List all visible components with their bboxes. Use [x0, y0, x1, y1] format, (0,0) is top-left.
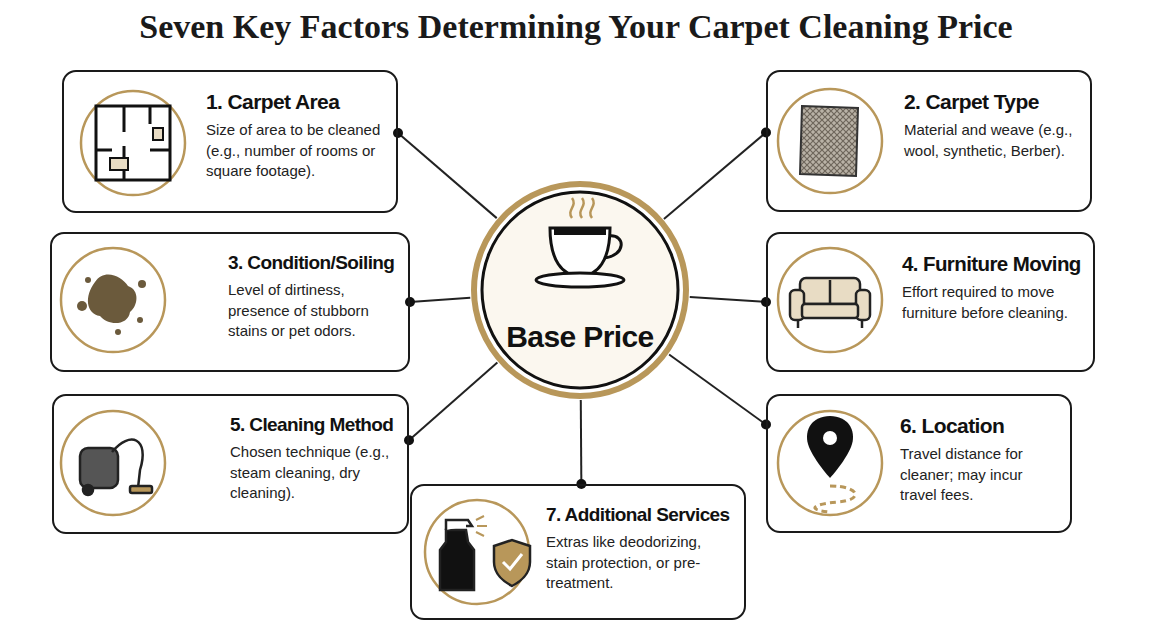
- connector-dot: [405, 297, 415, 307]
- factor-description: Size of area to be cleaned (e.g., number…: [206, 120, 386, 182]
- connector: [690, 297, 771, 307]
- spray-shield-icon: [440, 516, 530, 590]
- factor-box: 5. Cleaning MethodChosen technique (e.g.…: [52, 394, 409, 534]
- connector-line: [690, 297, 766, 302]
- hub-outline: [470, 180, 690, 400]
- connector-line: [409, 363, 497, 441]
- connector: [393, 128, 497, 218]
- diagram-title: Seven Key Factors Determining Your Carpe…: [0, 8, 1152, 46]
- connector-line: [580, 400, 583, 484]
- vacuum-icon: [80, 440, 152, 495]
- location-icon: [807, 416, 855, 512]
- carpet-icon: [800, 106, 858, 176]
- factor-heading: 1. Carpet Area: [206, 90, 386, 114]
- factor-heading: 6. Location: [900, 414, 1060, 438]
- connector-line: [410, 298, 470, 302]
- connector: [405, 297, 470, 307]
- connector-line: [669, 354, 766, 424]
- factor-description: Extras like deodorizing, stain protectio…: [546, 532, 734, 594]
- connector: [664, 127, 771, 218]
- factor-box: 2. Carpet TypeMaterial and weave (e.g., …: [766, 70, 1092, 212]
- factor-heading: 2. Carpet Type: [904, 90, 1080, 114]
- connector-dot: [393, 128, 403, 138]
- connector: [576, 400, 586, 489]
- factor-box: 7. Additional ServicesExtras like deodor…: [410, 484, 746, 620]
- factor-description: Level of dirtiness, presence of stubborn…: [228, 280, 398, 342]
- factor-description: Chosen technique (e.g., steam cleaning, …: [230, 442, 397, 504]
- connector-line: [398, 133, 497, 218]
- factor-box: 3. Condition/SoilingLevel of dirtiness, …: [50, 232, 410, 372]
- factor-heading: 4. Furniture Moving: [902, 252, 1083, 276]
- stain-icon: [77, 274, 146, 335]
- factor-box: 6. LocationTravel distance for cleaner; …: [766, 394, 1072, 533]
- factor-heading: 7. Additional Services: [546, 504, 734, 526]
- connector-dot: [404, 435, 414, 445]
- factor-box: 1. Carpet AreaSize of area to be cleaned…: [62, 70, 398, 213]
- floor-plan-icon: [96, 106, 170, 180]
- factor-description: Effort required to move furniture before…: [902, 282, 1083, 323]
- hub-label: Base Price: [470, 320, 690, 354]
- sofa-icon: [790, 278, 870, 328]
- hub-circle: Base Price: [470, 180, 690, 400]
- connector: [669, 354, 771, 429]
- factor-description: Material and weave (e.g., wool, syntheti…: [904, 120, 1080, 161]
- connector-line: [664, 132, 766, 218]
- factor-heading: 5. Cleaning Method: [230, 414, 397, 436]
- factor-description: Travel distance for cleaner; may incur t…: [900, 444, 1060, 506]
- connector: [404, 363, 497, 446]
- factor-heading: 3. Condition/Soiling: [228, 252, 398, 274]
- factor-box: 4. Furniture MovingEffort required to mo…: [766, 232, 1095, 372]
